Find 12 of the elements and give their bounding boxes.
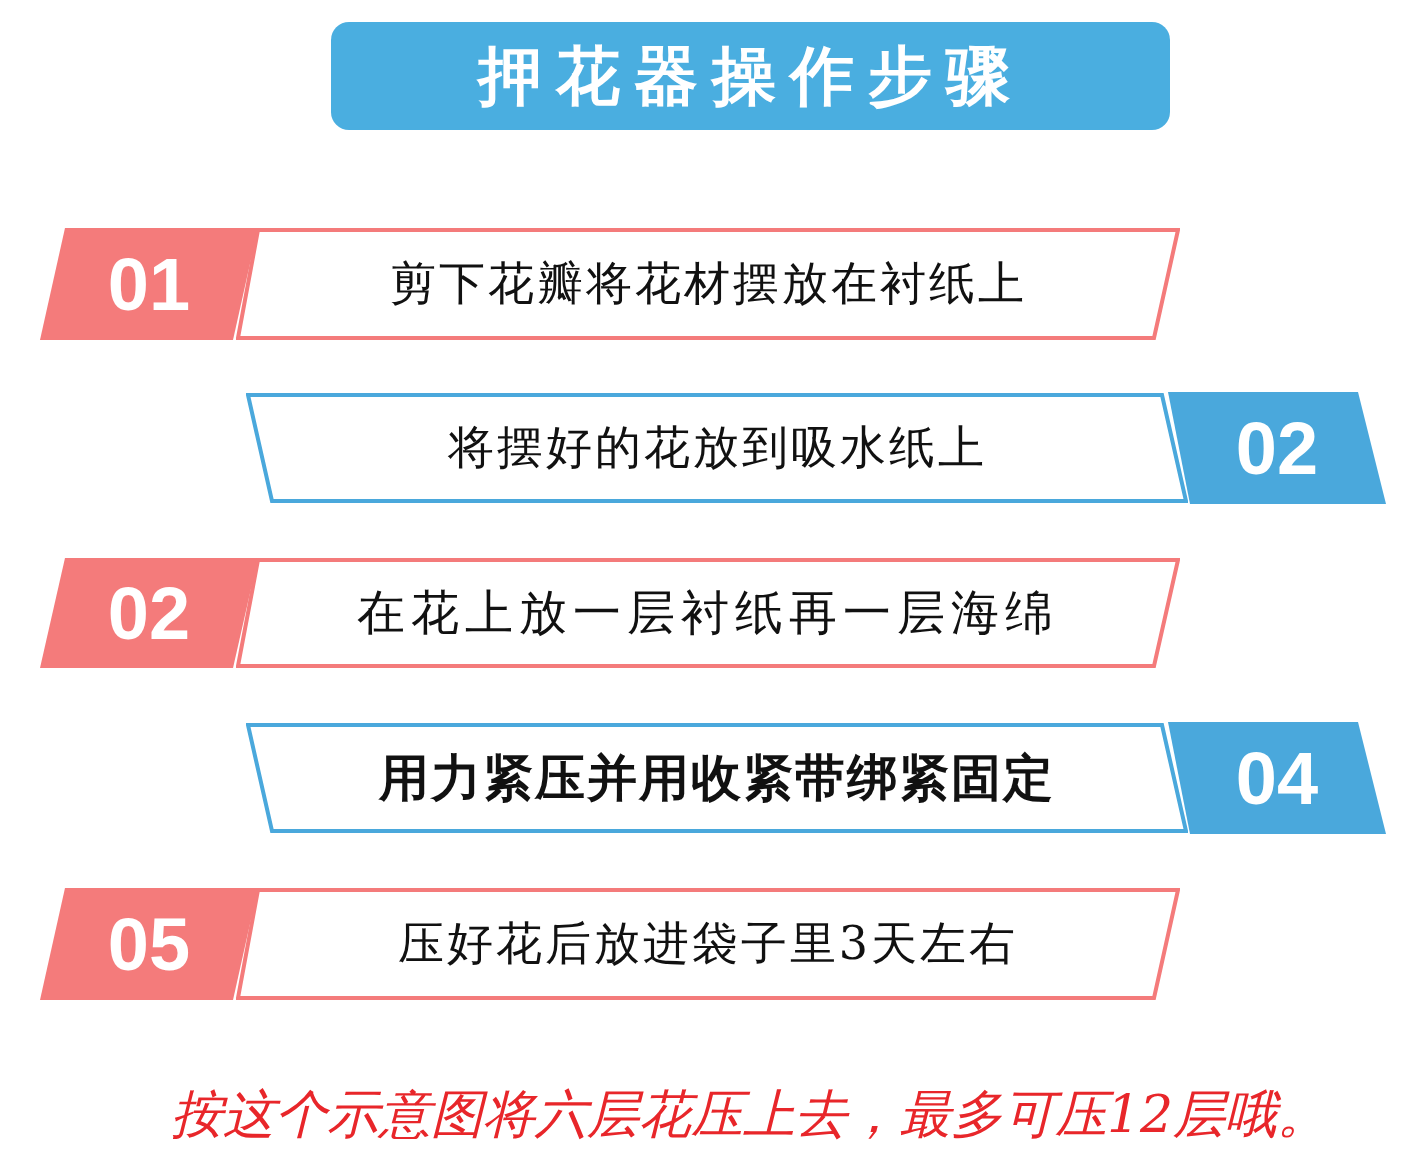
step-number-badge: 05 [40,888,258,1000]
title-banner: 押花器操作步骤 [331,22,1170,130]
step-number-badge: 02 [1168,392,1386,504]
note-text: 按这个示意图将六层花压上去，最多可压12层哦。 [169,1083,1331,1146]
step-number-badge: 04 [1168,722,1386,834]
step-number-badge: 02 [40,558,258,668]
step-box: 在花上放一层衬纸再一层海绵 [236,558,1180,668]
step-box: 将摆好的花放到吸水纸上 [246,393,1188,503]
step-box: 用力紧压并用收紧带绑紧固定 [246,723,1188,833]
step-box: 压好花后放进袋子里3天左右 [236,888,1180,1000]
step-number-badge: 01 [40,228,258,340]
step-box: 剪下花瓣将花材摆放在衬纸上 [236,228,1180,340]
